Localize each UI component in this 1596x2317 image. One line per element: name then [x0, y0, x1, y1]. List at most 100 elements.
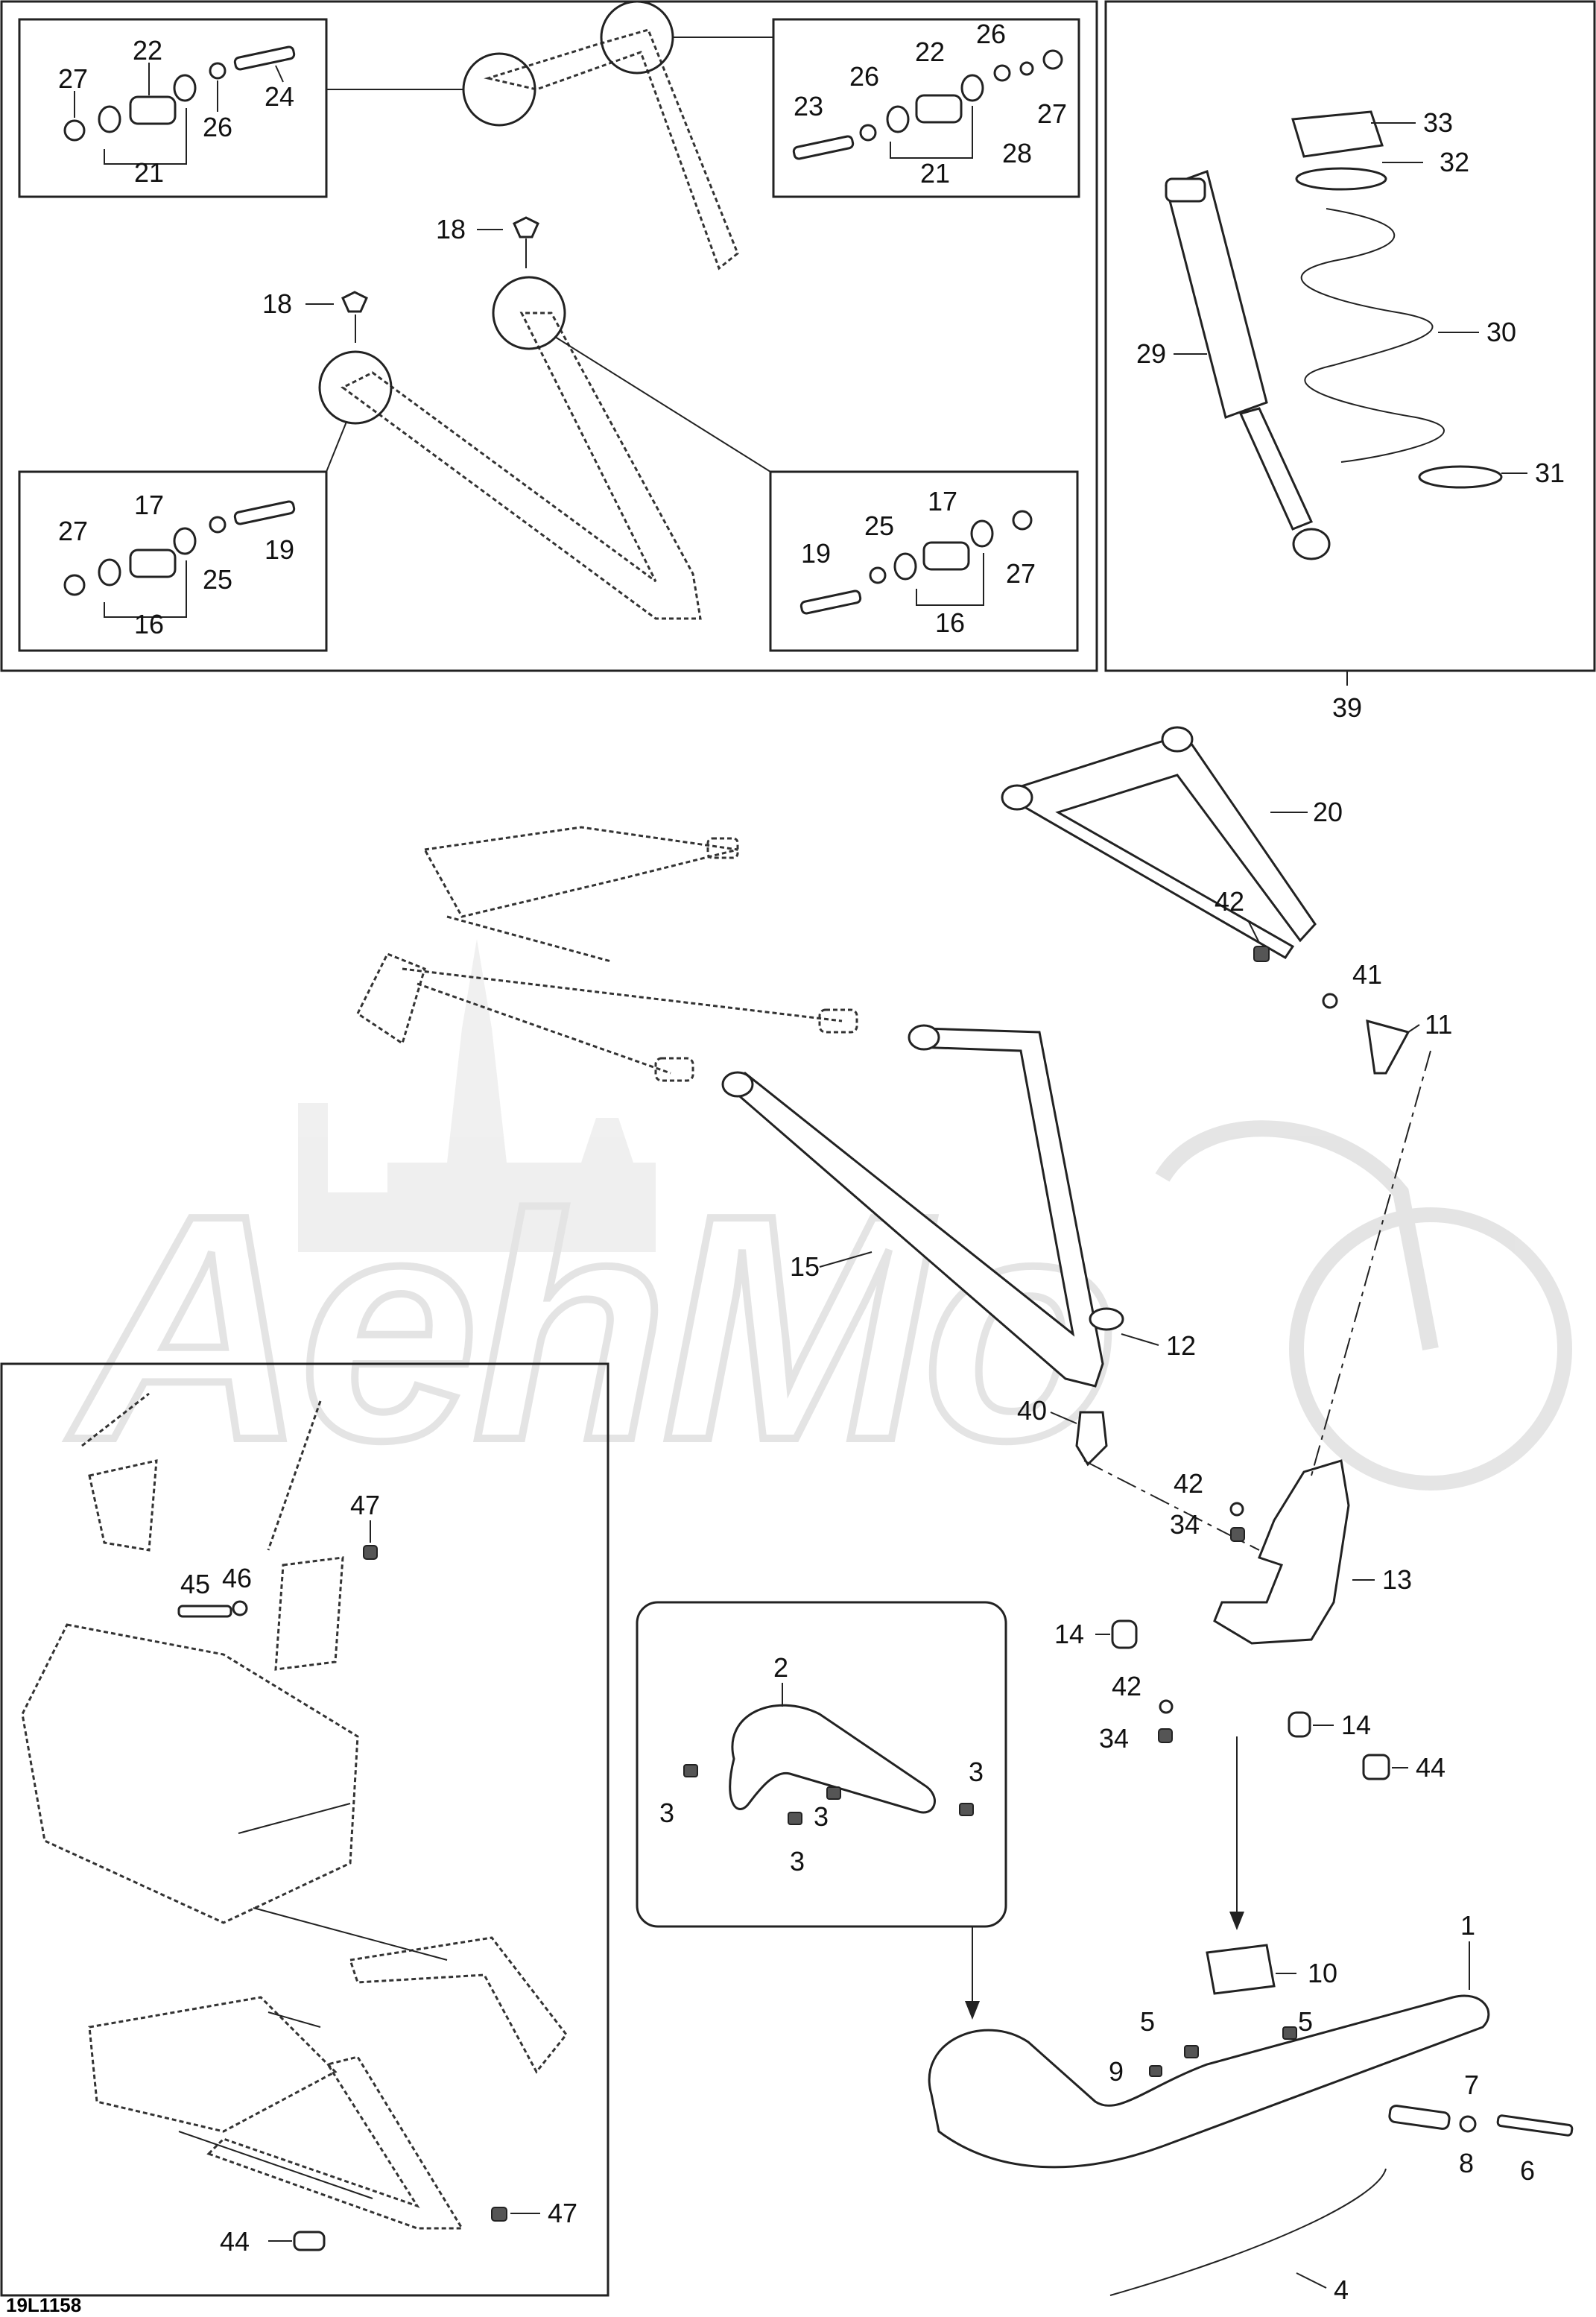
detail-box-upper-right: 23 26 22 26 27 28 21	[772, 18, 1080, 198]
watermark: AehMo	[61, 939, 1572, 1511]
detail-circle	[600, 0, 674, 75]
callout-1: 1	[1460, 1910, 1475, 1941]
overview-spindle	[356, 952, 426, 1046]
circlip-12-icon	[1089, 1307, 1124, 1331]
bushing-18-icon	[513, 216, 539, 238]
callout-3: 3	[969, 1757, 984, 1787]
frame-body	[21, 1623, 359, 1924]
leader-line	[1121, 1333, 1159, 1346]
washer-8-icon	[1459, 2115, 1477, 2133]
arm-pivot	[1161, 726, 1194, 753]
callout-19: 19	[801, 538, 831, 569]
callout-20: 20	[1313, 797, 1343, 827]
washer-icon	[209, 62, 227, 80]
callout-47: 47	[350, 1490, 380, 1520]
spacer-7-icon	[1388, 2105, 1451, 2130]
screw-3-icon	[683, 1764, 698, 1777]
callout-13: 13	[1382, 1564, 1412, 1595]
upper-a-arm-outline	[326, 0, 773, 271]
callout-42: 42	[1215, 886, 1244, 917]
callout-41: 41	[1352, 959, 1382, 990]
frame-tubes	[81, 1392, 322, 1551]
screw-3-icon	[826, 1786, 841, 1800]
bushing-icon	[173, 527, 197, 555]
nut-34-icon	[1230, 1527, 1245, 1542]
washer-icon	[993, 64, 1011, 82]
overview-bushing	[818, 1008, 858, 1034]
skyline-silhouette	[298, 939, 656, 1252]
detail-link-line	[326, 421, 347, 472]
callout-44: 44	[1416, 1752, 1445, 1783]
callout-5: 5	[1140, 2006, 1155, 2037]
arm-pivot	[1001, 784, 1033, 811]
group-bracket	[104, 108, 187, 165]
callout-16: 16	[134, 609, 164, 639]
nut-5-icon	[1282, 2026, 1297, 2040]
detail-circle	[492, 276, 566, 350]
callout-30: 30	[1486, 317, 1516, 347]
frame-box-frame	[0, 1362, 609, 2297]
motorcycle-wheel-icon	[1289, 1207, 1572, 1491]
callout-3: 3	[814, 1801, 829, 1832]
callout-18: 18	[436, 214, 466, 244]
washer-42-icon	[1159, 1699, 1174, 1714]
callout-26: 26	[849, 61, 879, 92]
detail-link-line	[554, 336, 771, 472]
detail-box-upper-left: 27 22 24 26 21	[18, 18, 328, 198]
upper-a-arm-body	[1007, 733, 1317, 960]
callout-6: 6	[1520, 2155, 1535, 2186]
callout-18: 18	[262, 288, 292, 319]
callout-14: 14	[1054, 1619, 1084, 1649]
washer-46-icon	[232, 1600, 248, 1616]
nut-icon	[1012, 510, 1033, 531]
detail-box-frame	[18, 18, 328, 198]
callout-26: 26	[976, 19, 1006, 49]
spring-seat-32	[1295, 167, 1387, 191]
frame-bracket-left	[88, 1459, 158, 1552]
ball-joint-40	[1075, 1411, 1108, 1467]
callout-46: 46	[222, 1563, 252, 1593]
callout-42: 42	[1112, 1671, 1141, 1701]
shock-body	[1165, 170, 1268, 419]
nut-47-icon	[491, 2207, 507, 2222]
group-bracket	[104, 560, 187, 618]
shock-eyelet	[1292, 528, 1331, 560]
bolt-6-icon	[1496, 2114, 1574, 2137]
ball-joint-11	[1366, 1019, 1410, 1075]
upper-a-arm-20: 20 42 41 11	[1001, 726, 1452, 1075]
spacer-icon	[915, 94, 963, 124]
leader-line	[1247, 920, 1260, 943]
callout-21: 21	[134, 157, 164, 188]
callout-2: 2	[773, 1652, 788, 1683]
callout-39: 39	[1332, 692, 1362, 723]
ski-handle-2	[729, 1704, 936, 1814]
detail-box-frame	[772, 18, 1080, 198]
callout-31: 31	[1535, 458, 1565, 488]
callout-14: 14	[1341, 1710, 1371, 1740]
detail-circle	[462, 52, 536, 127]
arrow-head	[965, 2001, 980, 2020]
spacer-icon	[922, 541, 970, 571]
shock-top-eyelet	[1165, 177, 1206, 203]
callout-15: 15	[790, 1251, 820, 1282]
callout-27: 27	[1006, 558, 1036, 589]
arrow-head	[1229, 1912, 1244, 1930]
washer-icon	[209, 516, 227, 534]
bushing-44-icon	[293, 2231, 326, 2251]
bushing-18-icon	[341, 291, 368, 313]
bushing-icon	[98, 105, 121, 133]
callout-12: 12	[1166, 1330, 1196, 1361]
frame-lower-arm	[206, 2055, 464, 2230]
centerline	[1083, 1460, 1260, 1551]
detail-box-frame	[769, 470, 1079, 652]
bushing-icon	[893, 552, 917, 581]
bushing-icon	[960, 74, 984, 102]
nut-icon	[1042, 49, 1063, 70]
callout-26: 26	[203, 112, 232, 142]
shock-panel	[1104, 0, 1596, 672]
spacer-icon	[129, 549, 177, 578]
washer-41-icon	[1322, 993, 1338, 1009]
assembly-arrow	[238, 1803, 351, 1834]
callout-22: 22	[915, 37, 945, 67]
washer-42-icon	[1229, 1502, 1244, 1517]
